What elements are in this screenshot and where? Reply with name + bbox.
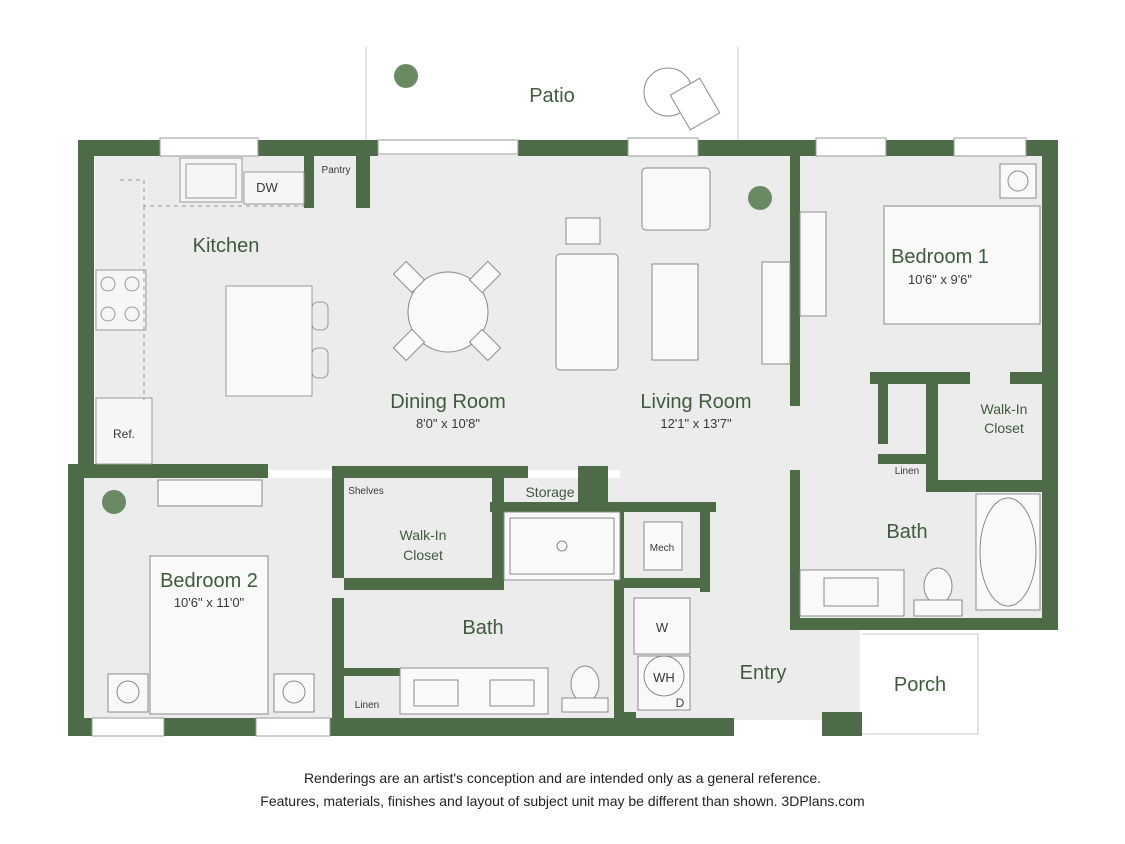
bedroom1-label: Bedroom 1 xyxy=(891,246,989,268)
water-heater-label: WH xyxy=(653,670,675,685)
bedroom2-fixtures xyxy=(107,479,315,715)
disclaimer-line-2: Features, materials, finishes and layout… xyxy=(260,793,865,809)
dw-label: DW xyxy=(256,180,278,195)
linen2-label: Linen xyxy=(355,700,379,711)
living-size: 12'1" x 13'7" xyxy=(660,416,732,431)
bedroom1-fixtures xyxy=(883,163,1041,325)
ref-label: Ref. xyxy=(113,427,135,441)
toilet-icon xyxy=(923,567,953,605)
walls xyxy=(68,140,1058,736)
entry-label: Entry xyxy=(740,662,787,684)
sofa-icon xyxy=(555,253,619,371)
plant-icon xyxy=(102,64,772,514)
bed-icon-2 xyxy=(149,555,269,715)
patio-label: Patio xyxy=(529,85,575,107)
disclaimer-line-1: Renderings are an artist's conception an… xyxy=(303,770,822,786)
washer-label: W xyxy=(656,620,669,635)
dining-label: Dining Room xyxy=(390,391,506,413)
bath1-label: Bath xyxy=(886,521,927,543)
windows xyxy=(91,137,1027,737)
living-furniture xyxy=(555,167,827,371)
walkin2-label-2: Closet xyxy=(403,547,443,563)
linen1-label: Linen xyxy=(895,466,919,477)
dining-table-icon xyxy=(392,260,502,362)
chair-icon xyxy=(641,167,711,231)
walkin1-label-1: Walk-In xyxy=(981,401,1028,417)
mech-label: Mech xyxy=(650,543,674,554)
dining-size: 8'0" x 10'8" xyxy=(416,416,480,431)
bath2-fixtures xyxy=(399,511,691,715)
pantry-label: Pantry xyxy=(322,165,351,176)
bedroom2-size: 10'6" x 11'0" xyxy=(174,595,245,610)
dryer-label: D xyxy=(676,696,685,710)
porch-area xyxy=(862,633,979,735)
porch-label: Porch xyxy=(894,674,946,696)
shelves-label: Shelves xyxy=(348,486,384,497)
storage-label: Storage xyxy=(525,484,574,500)
living-label: Living Room xyxy=(640,391,751,413)
bed-icon xyxy=(883,205,1041,325)
walkin2-label-1: Walk-In xyxy=(400,527,447,543)
walkin1-label-2: Closet xyxy=(984,420,1024,436)
bedroom2-label: Bedroom 2 xyxy=(160,570,258,592)
patio-chair-icon xyxy=(643,67,721,131)
kitchen-fixtures xyxy=(95,157,329,465)
kitchen-label: Kitchen xyxy=(193,235,260,257)
bedroom1-size: 10'6" x 9'6" xyxy=(908,272,972,287)
patio-area xyxy=(365,47,739,140)
bath1-fixtures xyxy=(799,493,1041,617)
bath2-label: Bath xyxy=(462,617,503,639)
tub-icon xyxy=(979,497,1037,607)
